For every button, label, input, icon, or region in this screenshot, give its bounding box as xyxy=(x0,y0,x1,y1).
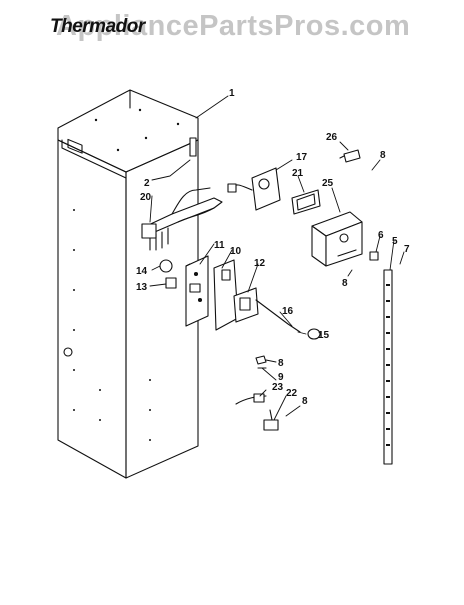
callout-21: 21 xyxy=(292,168,304,179)
callout-14: 14 xyxy=(136,266,148,277)
watermark-text: AppliancePartsPros.com xyxy=(56,10,411,42)
mounting-bracket xyxy=(185,255,209,327)
callout-8-bottom: 8 xyxy=(302,396,308,407)
callout-9: 9 xyxy=(278,372,284,383)
spacer-part xyxy=(165,277,177,289)
callout-labels: 1 2 20 11 10 14 13 12 16 15 8 9 23 22 8 … xyxy=(136,88,410,407)
callout-17: 17 xyxy=(296,152,308,163)
callout-12: 12 xyxy=(254,258,266,269)
callout-15: 15 xyxy=(318,330,330,341)
switch-plate xyxy=(213,259,239,331)
callout-5: 5 xyxy=(392,236,398,247)
ladder-strip xyxy=(383,269,393,465)
callout-8-mid: 8 xyxy=(342,278,348,289)
control-module xyxy=(227,167,281,211)
leader-lines xyxy=(149,95,405,421)
callout-20: 20 xyxy=(140,192,152,203)
callout-10: 10 xyxy=(230,246,242,257)
callout-23: 23 xyxy=(272,382,284,393)
callout-22: 22 xyxy=(286,388,298,399)
callout-25: 25 xyxy=(322,178,334,189)
callout-13: 13 xyxy=(136,282,148,293)
cabinet-housing xyxy=(57,89,199,479)
callout-2: 2 xyxy=(144,178,150,189)
screw-parts xyxy=(255,355,267,369)
small-block-part xyxy=(369,251,379,261)
callout-11: 11 xyxy=(214,240,225,251)
knob-part xyxy=(159,259,173,273)
callout-7: 7 xyxy=(404,244,410,255)
wire-harness xyxy=(141,187,223,251)
callout-6: 6 xyxy=(378,230,384,241)
callout-8-top: 8 xyxy=(380,150,386,161)
callout-26: 26 xyxy=(326,132,338,143)
gasket-frame xyxy=(291,189,321,215)
wire-clip xyxy=(339,149,361,163)
callout-16: 16 xyxy=(282,306,294,317)
brand-logo: Thermador xyxy=(50,16,145,37)
wire-connector xyxy=(235,393,279,431)
callout-8-lower: 8 xyxy=(278,358,284,369)
callout-1: 1 xyxy=(229,88,235,99)
electronic-box xyxy=(311,211,363,267)
connector-plug xyxy=(307,328,321,340)
